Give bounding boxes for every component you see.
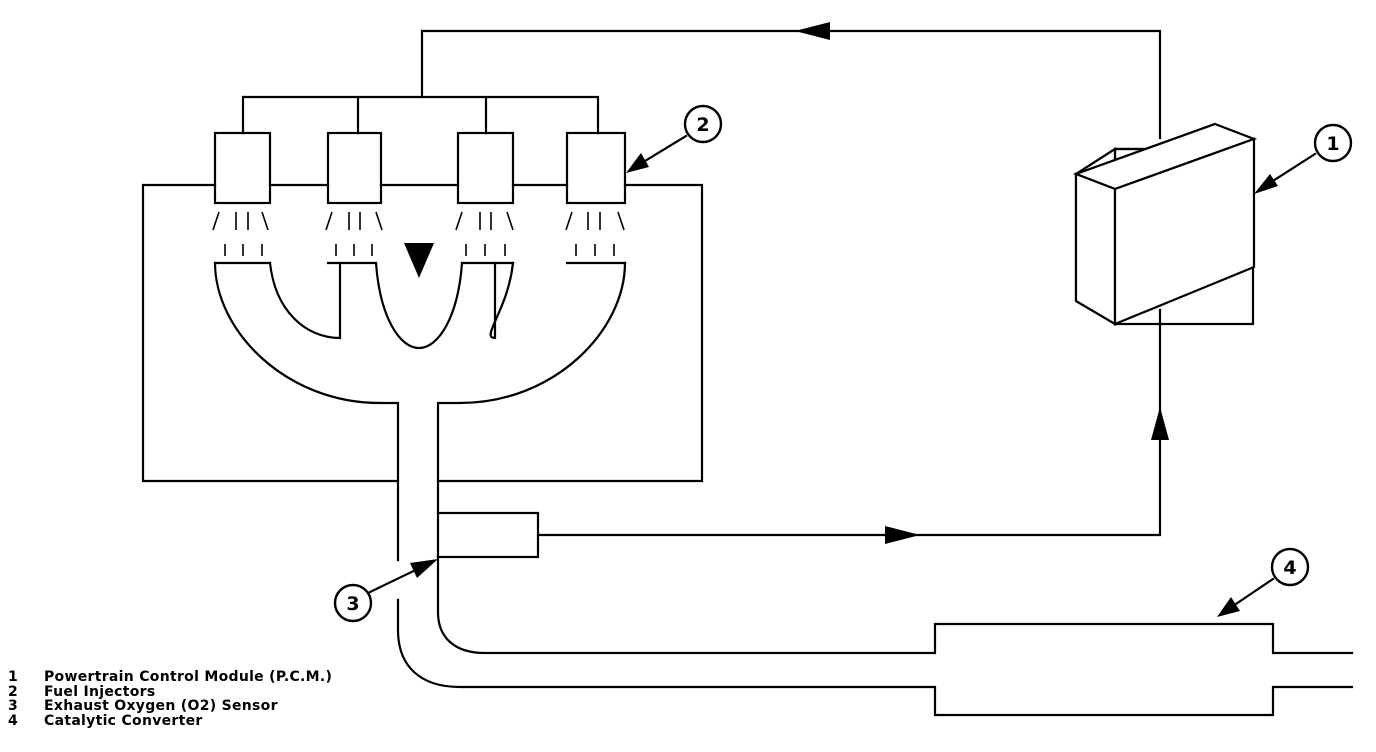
callout-circle: [333, 583, 373, 623]
pcm-input-arrow: [1151, 407, 1169, 440]
exhaust-pipe-outer: [396, 598, 1354, 717]
fuel-injectors: [213, 131, 627, 205]
legend-number: 3: [8, 698, 19, 714]
fuel-injector: [326, 131, 383, 205]
callout-number: 4: [1283, 557, 1296, 579]
callout-number: 2: [696, 114, 709, 136]
legend-text: Catalytic Converter: [44, 712, 203, 729]
callout-number: 3: [346, 593, 359, 615]
callout-circle: [1313, 123, 1353, 163]
callout-o2-sensor: 3: [333, 559, 438, 623]
o2-sensor: [436, 511, 540, 559]
callout-circle: [683, 104, 723, 144]
legend-number: 4: [8, 712, 19, 729]
injector-harness: [241, 95, 600, 135]
pcm-module: [1072, 122, 1258, 326]
legend-text: Fuel Injectors: [44, 683, 156, 700]
exhaust-manifold: [213, 261, 627, 562]
callout-circle: [1270, 547, 1310, 587]
pcm-output-wire: [420, 29, 1162, 140]
legend-text: Exhaust Oxygen (O2) Sensor: [44, 698, 278, 714]
legend: 1 Powertrain Control Module (P.C.M.) 2 F…: [8, 670, 428, 728]
pcm-output-arrow: [795, 22, 830, 40]
sensor-signal-arrow: [885, 526, 920, 544]
fuel-spray-marks: [212, 211, 625, 256]
exhaust-pipe-inner: [436, 555, 1354, 655]
legend-item: 1 Powertrain Control Module (P.C.M.): [8, 670, 428, 685]
callout-number: 1: [1326, 133, 1339, 155]
legend-item: 2 Fuel Injectors: [8, 683, 428, 700]
legend-item: 3 Exhaust Oxygen (O2) Sensor: [8, 699, 428, 714]
callout-fuel-injectors: 2: [626, 104, 723, 173]
sensor-signal-wire: [536, 308, 1162, 537]
callout-pcm: 1: [1254, 123, 1353, 194]
legend-item: 4 Catalytic Converter: [8, 712, 428, 729]
flow-direction-arrow: [404, 243, 434, 278]
legend-number: 1: [8, 669, 19, 685]
fuel-injector: [565, 131, 627, 205]
engine-block-outline: [141, 183, 704, 483]
fuel-injector: [456, 131, 515, 205]
callout-catalytic-converter: 4: [1217, 547, 1310, 617]
legend-number: 2: [8, 683, 19, 700]
fuel-injector: [213, 131, 272, 205]
legend-text: Powertrain Control Module (P.C.M.): [44, 669, 333, 685]
